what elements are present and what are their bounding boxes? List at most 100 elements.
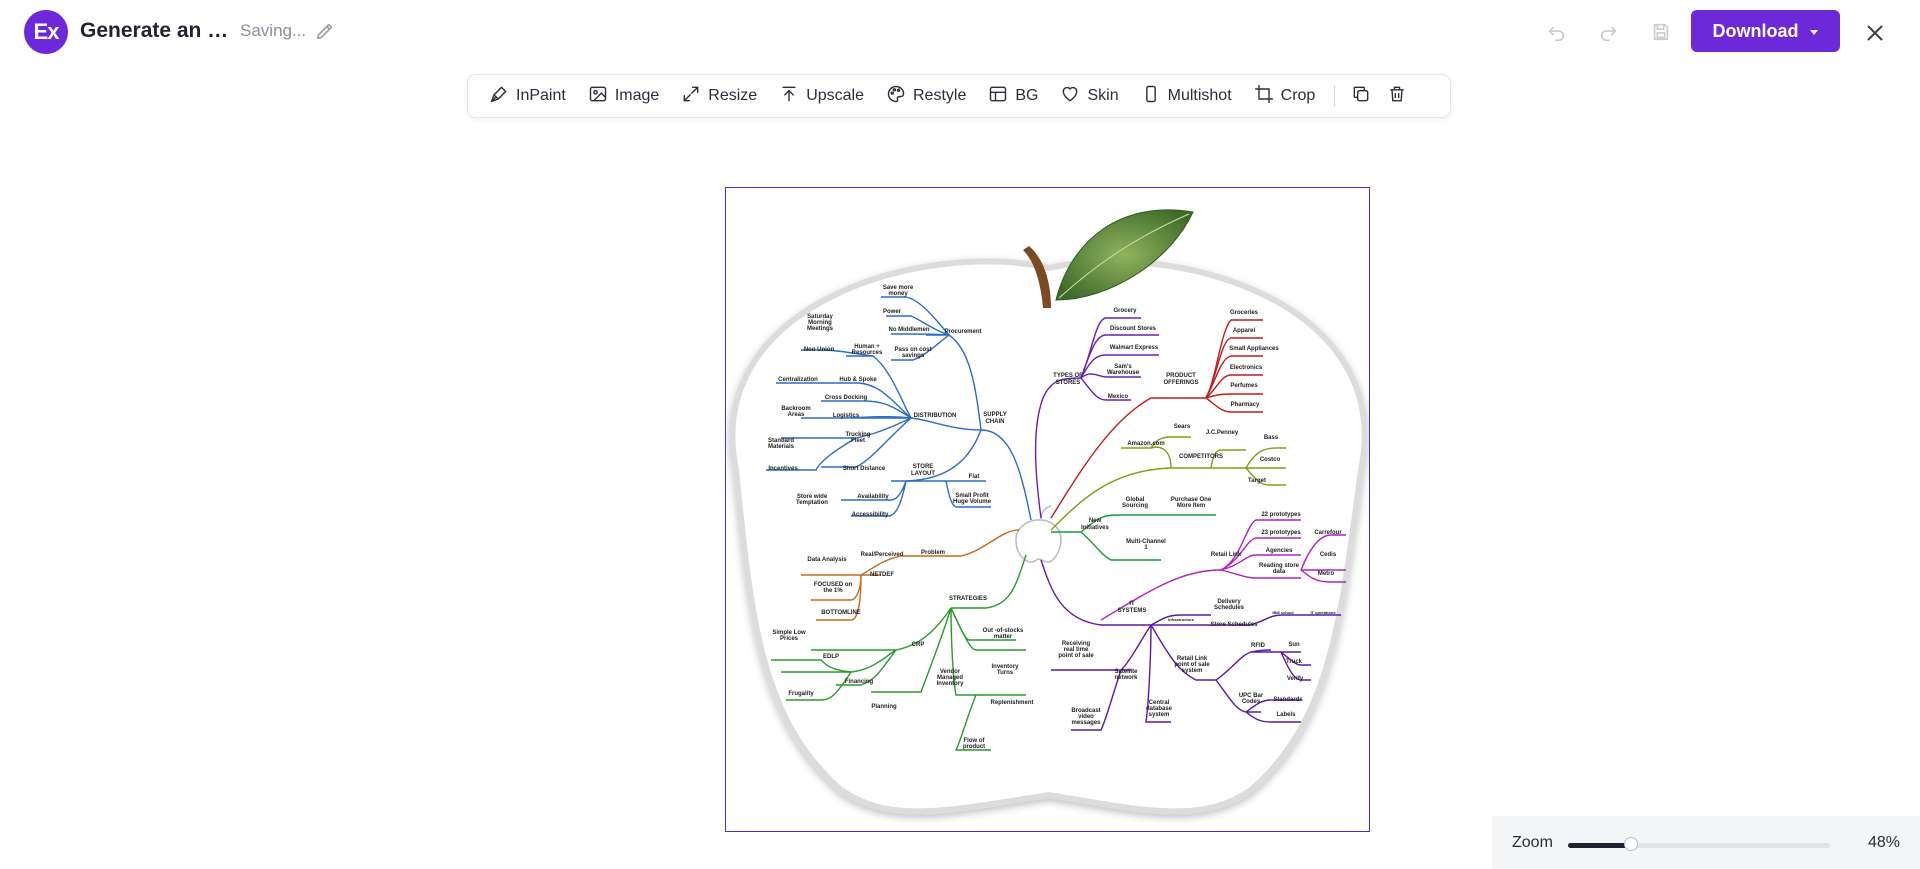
svg-text:EDLP: EDLP	[823, 654, 839, 660]
zoom-slider-thumb[interactable]	[1623, 837, 1638, 851]
svg-text:Incentives: Incentives	[768, 466, 798, 472]
resize-label: Resize	[708, 87, 758, 104]
document-title[interactable]: Generate an …	[80, 19, 229, 42]
skin-tool[interactable]: Skin	[1049, 74, 1129, 118]
app-logo[interactable]: Ex	[24, 10, 68, 54]
top-bar: Ex Generate an … Saving... Download	[0, 0, 1920, 64]
download-label: Download	[1712, 20, 1799, 41]
svg-text:Walmart Express: Walmart Express	[1110, 345, 1159, 351]
svg-text:Carrefour: Carrefour	[1314, 530, 1342, 536]
phone-icon	[1141, 84, 1161, 109]
svg-text:Frugality: Frugality	[788, 691, 814, 697]
svg-text:Labels: Labels	[1276, 712, 1296, 718]
svg-text:Problem: Problem	[921, 550, 945, 556]
svg-text:Costco: Costco	[1260, 457, 1281, 463]
svg-text:Planning: Planning	[871, 704, 897, 710]
svg-text:Availability: Availability	[857, 494, 889, 500]
svg-text:Sears: Sears	[1174, 424, 1191, 430]
svg-text:Metro: Metro	[1318, 571, 1335, 577]
svg-text:Perfumes: Perfumes	[1230, 383, 1258, 389]
svg-text:Truck: Truck	[1286, 659, 1303, 665]
svg-text:Apparel: Apparel	[1233, 328, 1256, 334]
resize-arrows-icon	[681, 84, 701, 109]
zoom-value: 48%	[1868, 834, 1901, 851]
zoom-slider[interactable]	[1568, 837, 1830, 851]
svg-text:Flat: Flat	[969, 474, 980, 480]
svg-text:22 prototypes: 22 prototypes	[1261, 512, 1301, 518]
resize-tool[interactable]: Resize	[670, 74, 768, 118]
svg-text:Procurement: Procurement	[944, 329, 981, 335]
save-status: Saving...	[240, 21, 307, 40]
pencil-icon[interactable]	[314, 20, 336, 42]
svg-text:Agencies: Agencies	[1266, 548, 1293, 554]
apple-leaf	[1055, 209, 1194, 301]
image-tool[interactable]: Image	[577, 74, 670, 118]
upscale-arrow-icon	[779, 84, 799, 109]
duplicate-button[interactable]	[1343, 74, 1379, 118]
image-label: Image	[614, 87, 660, 104]
svg-text:Non Union: Non Union	[804, 347, 835, 353]
svg-text:CRP: CRP	[912, 642, 925, 648]
close-icon[interactable]	[1862, 20, 1888, 46]
zoom-slider-fill	[1568, 843, 1631, 848]
center-apple-logo	[1015, 519, 1062, 563]
bg-label: BG	[1015, 87, 1039, 104]
svg-text:Replenishment: Replenishment	[990, 700, 1033, 706]
inpaint-tool[interactable]: InPaint	[478, 74, 577, 118]
svg-text:Retail Link: Retail Link	[1211, 552, 1242, 558]
svg-text:Sun: Sun	[1288, 642, 1300, 648]
svg-text:Logistics: Logistics	[833, 413, 860, 419]
multishot-label: Multishot	[1167, 87, 1232, 104]
download-button[interactable]: Download	[1691, 10, 1840, 52]
svg-text:Accessibility: Accessibility	[852, 512, 889, 518]
svg-text:Grocery: Grocery	[1113, 308, 1137, 314]
delete-button[interactable]	[1379, 74, 1415, 118]
svg-text:IBM school: IBM school	[1272, 610, 1293, 615]
svg-text:RFID: RFID	[1251, 643, 1266, 649]
svg-text:COMPETITORS: COMPETITORS	[1179, 454, 1223, 460]
svg-text:Human +Resources: Human +Resources	[852, 344, 883, 356]
svg-text:Amazon.com: Amazon.com	[1127, 441, 1164, 447]
svg-text:Store Schedules: Store Schedules	[1210, 622, 1258, 628]
restyle-tool[interactable]: Restyle	[875, 74, 977, 118]
svg-text:BOTTOMLINE: BOTTOMLINE	[821, 610, 861, 616]
bg-tool[interactable]: BG	[977, 74, 1049, 118]
svg-text:STRATEGIES: STRATEGIES	[949, 596, 987, 602]
save-icon[interactable]	[1648, 19, 1674, 45]
copy-icon	[1351, 84, 1371, 109]
upscale-tool[interactable]: Upscale	[768, 74, 875, 118]
undo-icon[interactable]	[1543, 19, 1569, 45]
svg-text:Standards: Standards	[1273, 697, 1303, 703]
svg-text:Groceries: Groceries	[1230, 310, 1259, 316]
multishot-tool[interactable]: Multishot	[1130, 74, 1243, 118]
crop-tool[interactable]: Crop	[1243, 74, 1327, 118]
svg-text:Target: Target	[1248, 478, 1266, 484]
svg-text:Power: Power	[883, 309, 902, 315]
redo-icon[interactable]	[1596, 19, 1622, 45]
svg-text:23 prototypes: 23 prototypes	[1261, 530, 1301, 536]
editor-toolbar: InPaint Image Resize Upscale Restyle BG …	[467, 74, 1451, 118]
svg-text:NETDEF: NETDEF	[870, 572, 894, 578]
crop-label: Crop	[1280, 87, 1316, 104]
svg-text:Bass: Bass	[1264, 435, 1279, 441]
